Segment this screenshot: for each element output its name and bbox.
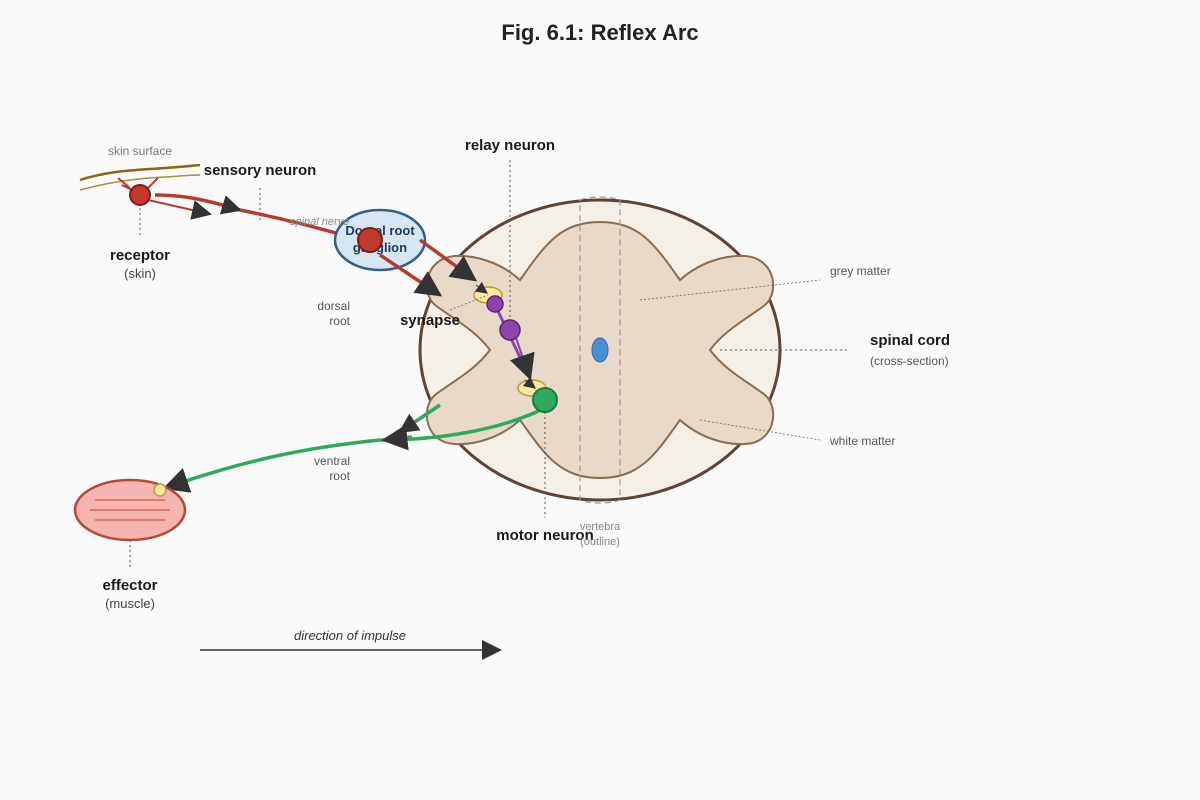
dorsal-root-label-line1: dorsal bbox=[317, 299, 350, 313]
receptor-label: receptor bbox=[110, 247, 170, 264]
white-matter-label: white matter bbox=[829, 434, 895, 448]
leader-synapse bbox=[449, 294, 489, 311]
spinal-cord-sub-label: (cross-section) bbox=[870, 354, 949, 368]
vertebra-label-line2: (outline) bbox=[580, 536, 620, 548]
relay-neuron-dendrite bbox=[486, 295, 504, 313]
leader-white-matter bbox=[699, 419, 821, 441]
receptor-sub-label: (skin) bbox=[124, 266, 156, 281]
sensory-cell-body bbox=[357, 227, 383, 253]
grey-matter-label: grey matter bbox=[830, 264, 891, 278]
motor-neuron-cell-body bbox=[532, 387, 558, 413]
synapse-label: synapse bbox=[400, 312, 460, 329]
receptor-dendrite bbox=[117, 177, 131, 189]
sensory-axon-segment bbox=[154, 193, 242, 215]
effector-label: effector bbox=[102, 577, 157, 594]
ventral-root-label-line2: root bbox=[329, 469, 350, 483]
figure-title: Fig. 6.1: Reflex Arc bbox=[501, 20, 698, 45]
spinal-cord-label: spinal cord bbox=[870, 332, 950, 349]
spinal-nerve-label: spinal nerve bbox=[290, 216, 349, 228]
labels: skin surface sensory neuron spinal nerve… bbox=[102, 137, 950, 611]
motor-axon-to-effector bbox=[162, 438, 381, 493]
relay-neuron-cell-body bbox=[499, 319, 521, 341]
effector-sub-label: (muscle) bbox=[105, 596, 155, 611]
direction-label: direction of impulse bbox=[294, 628, 406, 643]
sensory-neuron-label: sensory neuron bbox=[204, 162, 317, 179]
receptor-cell bbox=[129, 184, 151, 206]
synapse-arrow bbox=[522, 376, 536, 389]
receptor-impulse-arrow bbox=[147, 199, 212, 220]
dorsal-root-ganglion: Dorsal root ganglion bbox=[333, 208, 427, 272]
dorsal-root-axon bbox=[418, 238, 478, 282]
dorsal-root-pathway bbox=[379, 238, 478, 297]
dorsal-root-label-line2: root bbox=[329, 314, 350, 328]
leader-lines bbox=[129, 160, 850, 568]
sensory-pathway bbox=[117, 177, 363, 246]
central-canal bbox=[591, 337, 609, 363]
relay-impulse-arrow bbox=[510, 334, 535, 381]
motor-pathway bbox=[162, 376, 558, 493]
skin-surface-label: skin surface bbox=[108, 144, 172, 158]
neuromuscular-junction bbox=[153, 483, 167, 497]
motor-neuron-label: motor neuron bbox=[496, 527, 594, 544]
ventral-root-label-line1: ventral bbox=[314, 454, 350, 468]
receptor-dendrite bbox=[121, 184, 133, 191]
synapse-arrow bbox=[474, 281, 488, 294]
dorsal-root-axon bbox=[379, 253, 443, 297]
relay-neuron-label: relay neuron bbox=[465, 137, 555, 154]
skin-surface bbox=[79, 163, 201, 191]
ventral-root-arrow bbox=[381, 424, 413, 451]
effector-muscle bbox=[73, 478, 187, 542]
vertebra-label-line1: vertebra bbox=[580, 521, 621, 533]
vertebra-outline bbox=[579, 196, 621, 504]
receptor-dendrite bbox=[147, 177, 159, 189]
impulse-direction: direction of impulse bbox=[200, 628, 502, 660]
